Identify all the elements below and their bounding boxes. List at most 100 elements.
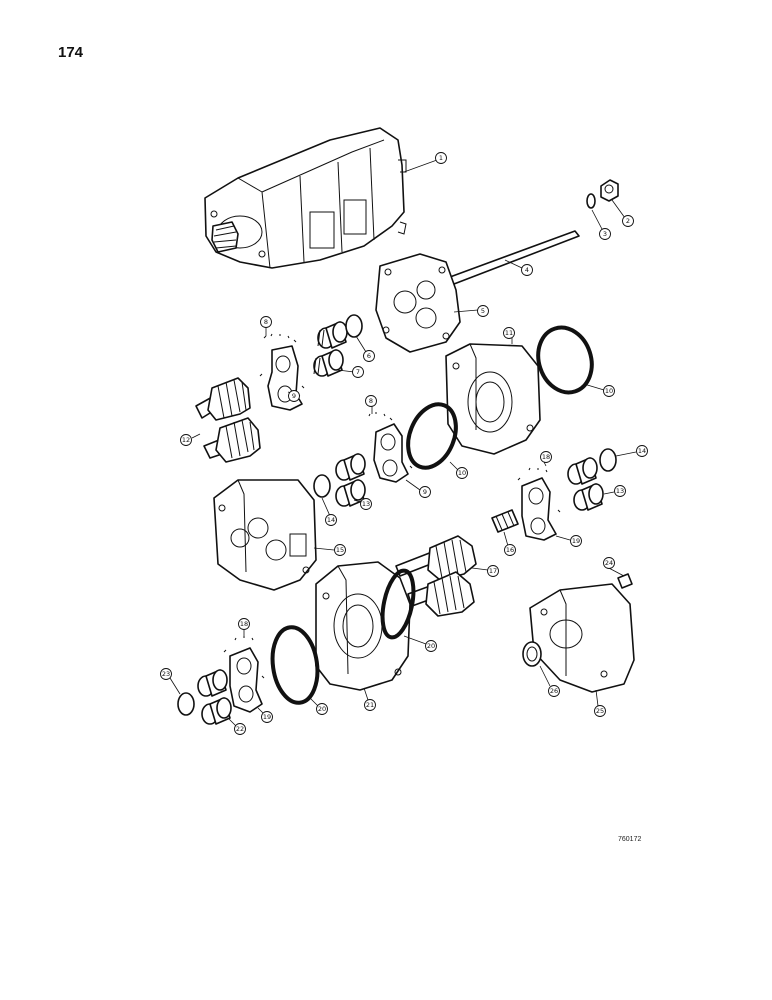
o-ring-middle: [406, 402, 458, 470]
svg-text:5: 5: [481, 307, 485, 315]
drive-gear-shaft: [395, 535, 477, 617]
o-ring-upper: [536, 325, 594, 395]
svg-text:12: 12: [182, 436, 190, 444]
svg-text:24: 24: [605, 559, 613, 567]
svg-text:23: 23: [162, 670, 170, 678]
svg-text:7: 7: [356, 368, 360, 376]
svg-text:8: 8: [369, 397, 373, 405]
callout-8-upper: 8: [260, 316, 272, 328]
callout-10-middle: 10: [456, 467, 468, 479]
callout-14-left: 14: [325, 514, 337, 526]
svg-text:11: 11: [505, 329, 513, 337]
gear-housing-rear: [315, 561, 411, 691]
bearing-pair-middle-left: [335, 453, 366, 507]
svg-text:16: 16: [506, 546, 514, 554]
svg-text:25: 25: [596, 707, 604, 715]
bleed-fitting: [617, 573, 633, 589]
svg-text:13: 13: [616, 487, 624, 495]
spline-coupling: [491, 509, 519, 533]
svg-text:10: 10: [605, 387, 613, 395]
callout-1: 1: [435, 152, 447, 164]
svg-text:19: 19: [263, 713, 271, 721]
callout-9-upper: 9: [288, 390, 300, 402]
gear-housing-middle: [213, 479, 317, 591]
svg-text:13: 13: [362, 500, 370, 508]
callout-4: 4: [521, 264, 533, 276]
svg-text:10: 10: [458, 469, 466, 477]
nut: [600, 179, 619, 202]
svg-text:8: 8: [264, 318, 268, 326]
callout-6: 6: [363, 350, 375, 362]
svg-text:20: 20: [318, 705, 326, 713]
washer: [586, 193, 596, 209]
callout-11: 11: [503, 327, 515, 339]
callout-3: 3: [599, 228, 611, 240]
svg-text:20: 20: [427, 642, 435, 650]
callout-13-left: 13: [360, 498, 372, 510]
svg-text:4: 4: [525, 266, 529, 274]
svg-text:18: 18: [240, 620, 248, 628]
callout-9-middle: 9: [419, 486, 431, 498]
svg-text:18: 18: [542, 453, 550, 461]
callout-19-middle: 19: [570, 535, 582, 547]
svg-text:6: 6: [367, 352, 371, 360]
callout-21: 21: [364, 699, 376, 711]
callout-19-lower: 19: [261, 711, 273, 723]
callout-12-upper: 12: [180, 434, 192, 446]
callout-20-right: 20: [425, 640, 437, 652]
callout-10-upper: 10: [603, 385, 615, 397]
svg-text:9: 9: [423, 488, 427, 496]
o-ring-rear-outer: [270, 625, 320, 705]
wear-plate-lower: [223, 636, 265, 713]
callout-15: 15: [334, 544, 346, 556]
rear-cover: [529, 583, 635, 693]
front-cover-plate: [375, 253, 461, 353]
callout-14-right: 14: [636, 445, 648, 457]
callout-24: 24: [603, 557, 615, 569]
callout-26: 26: [548, 685, 560, 697]
svg-text:21: 21: [366, 701, 374, 709]
callout-18-lower: 18: [238, 618, 250, 630]
thrust-washer-lower: [177, 692, 195, 716]
callout-labels: 1 2 3 4 5 6 7 8 9 11 10 12 8 10 9 14 13 …: [160, 152, 648, 735]
callout-22: 22: [234, 723, 246, 735]
wear-plate-middle: [368, 412, 413, 483]
svg-text:3: 3: [603, 230, 607, 238]
svg-text:17: 17: [489, 567, 497, 575]
bearing-pair-lower: [197, 669, 232, 725]
callout-25: 25: [594, 705, 606, 717]
o-ring-rear-inner: [380, 568, 416, 640]
drawing-reference-code: 760172: [618, 836, 642, 843]
callout-20-left: 20: [316, 703, 328, 715]
callout-2: 2: [622, 215, 634, 227]
callout-17: 17: [487, 565, 499, 577]
svg-text:14: 14: [327, 516, 335, 524]
gear-shaft-upper: [195, 377, 261, 463]
svg-text:22: 22: [236, 725, 244, 733]
svg-text:2: 2: [626, 217, 630, 225]
wear-plate-middle-right: [517, 467, 561, 541]
svg-text:14: 14: [638, 447, 646, 455]
thrust-washer-upper: [345, 314, 363, 338]
bearing-pair-upper: [313, 321, 348, 377]
svg-text:1: 1: [439, 154, 443, 162]
svg-text:19: 19: [572, 537, 580, 545]
stud-rod: [449, 230, 580, 285]
callout-18-middle: 18: [540, 451, 552, 463]
shaft-seal: [522, 641, 542, 667]
callout-8-middle: 8: [365, 395, 377, 407]
page-number: 174: [58, 44, 84, 61]
pump-assembly: [204, 127, 407, 269]
callout-16: 16: [504, 544, 516, 556]
bearing-pair-middle-right: [567, 457, 604, 511]
gear-housing-upper: [445, 343, 541, 455]
callout-23: 23: [160, 668, 172, 680]
callout-5: 5: [477, 305, 489, 317]
thrust-washer-middle-right: [599, 448, 617, 472]
svg-text:15: 15: [336, 546, 344, 554]
svg-text:9: 9: [292, 392, 296, 400]
callout-7: 7: [352, 366, 364, 378]
svg-text:26: 26: [550, 687, 558, 695]
callout-13-right: 13: [614, 485, 626, 497]
